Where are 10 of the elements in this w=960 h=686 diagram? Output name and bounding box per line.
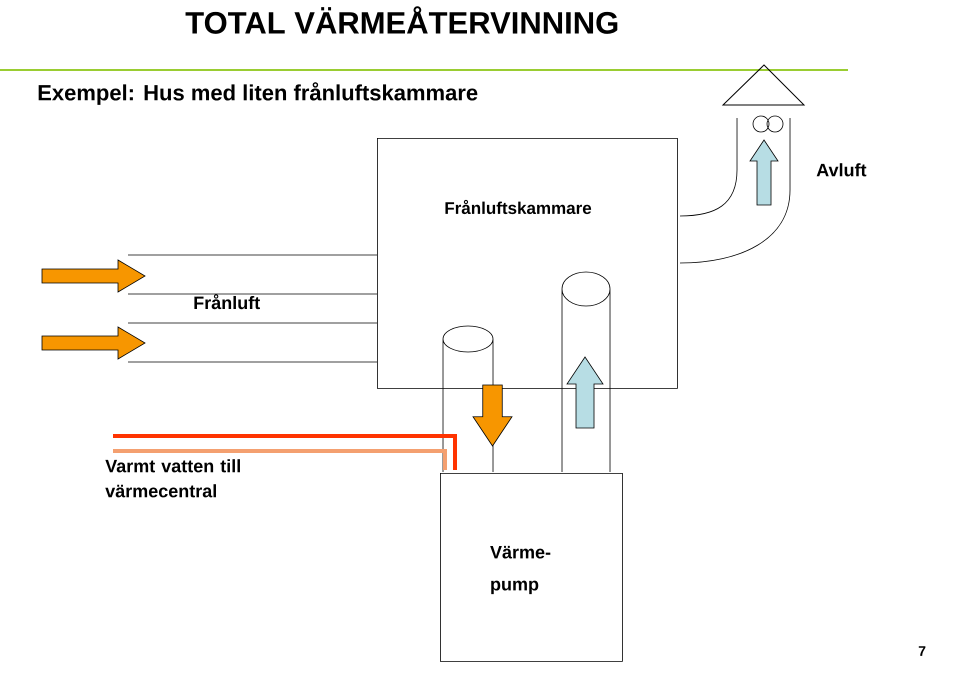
subtitle: Exempel: Hus med liten frånluftskammare	[38, 82, 478, 105]
block-arrow	[472, 384, 513, 447]
pipe-label: Varmt vatten till värmecentral	[105, 459, 240, 498]
page-number: 7	[918, 646, 926, 656]
chamber-box: Frånluftskammare	[377, 138, 678, 389]
block-arrow	[566, 356, 604, 428]
heat-pump-box: Värme- pump	[440, 473, 623, 662]
title: TOTAL VÄRMEÅTERVINNING	[186, 6, 618, 34]
flow-label: Frånluft	[194, 294, 260, 310]
flow-label: Avluft	[816, 163, 866, 176]
